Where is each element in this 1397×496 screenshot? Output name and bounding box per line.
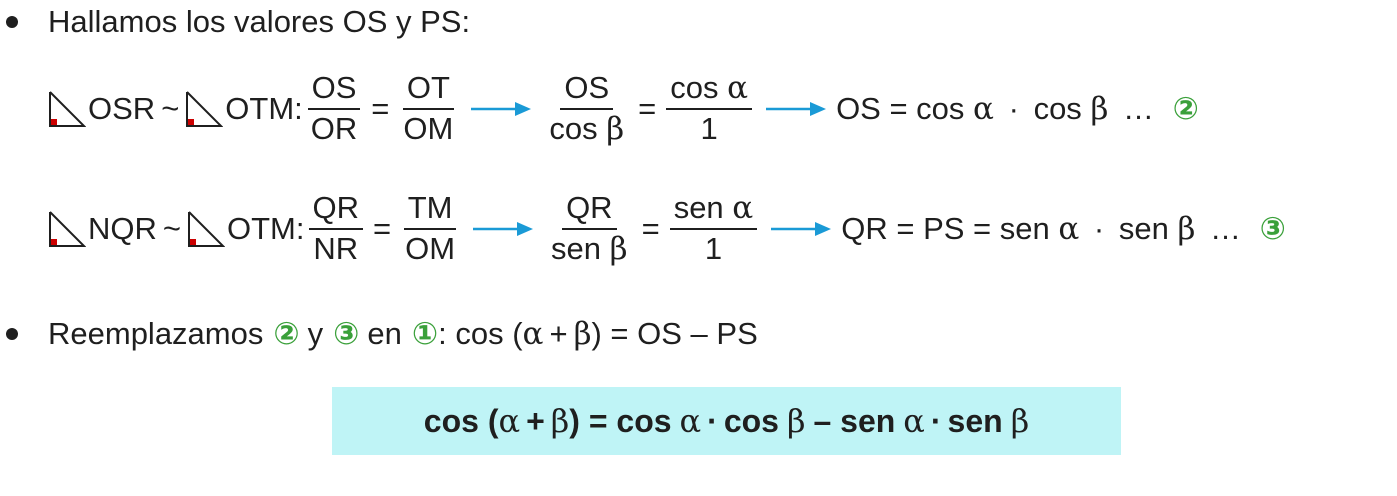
beta-symbol: β	[1177, 210, 1196, 247]
numerator: OT	[402, 71, 454, 110]
sen-label: sen	[673, 190, 724, 225]
sen-label: sen	[551, 230, 602, 266]
intro-text: Hallamos los valores OS y PS:	[48, 4, 471, 39]
bullet-line-1: Hallamos los valores OS y PS:	[6, 4, 470, 40]
cos-label: cos	[670, 70, 719, 105]
fraction-qr-nr: QR NR	[308, 191, 363, 266]
alpha-symbol: α	[903, 402, 925, 440]
plus-sign: +	[526, 402, 545, 439]
bullet-icon	[6, 328, 18, 340]
beta-symbol: β	[786, 402, 806, 440]
cos-label: cos	[549, 110, 598, 146]
denominator: OR	[310, 110, 358, 146]
dot-operator: ·	[707, 402, 718, 439]
result-qr-ps: QR = PS = sen α · sen β … ③	[841, 210, 1286, 247]
circled-3-marker: ③	[333, 316, 360, 352]
alpha-symbol: α	[727, 70, 749, 106]
arrow-right-icon	[771, 221, 832, 236]
denominator: sen β	[547, 230, 632, 266]
beta-symbol: β	[550, 402, 570, 440]
fraction-tm-om: TM OM	[401, 191, 459, 266]
triangle-otm: OTM:	[227, 210, 305, 246]
fraction-cosa-1: cos α 1	[666, 70, 753, 146]
alpha-symbol: α	[732, 190, 754, 226]
similar-sign: ~	[162, 210, 181, 246]
numerator: QR	[562, 191, 617, 230]
similarity-row-1: OSR ~ OTM: OS OR = OT OM OS cos β = cos …	[48, 70, 1199, 146]
right-triangle-icon	[188, 210, 225, 247]
fraction-os-cosb: OS cos β	[545, 71, 628, 146]
equals-sign: =	[371, 90, 390, 126]
alpha-symbol: α	[679, 402, 702, 440]
triangle-osr: OSR	[88, 90, 156, 126]
numerator: sen α	[669, 190, 758, 230]
dot-operator: ·	[930, 402, 942, 439]
arrow-right-icon	[471, 101, 532, 116]
bullet-line-2: Reemplazamos ② y ③ en ① : cos ( α + β ) …	[6, 316, 758, 352]
circled-3-marker: ③	[1259, 210, 1286, 247]
fraction-sena-1: sen α 1	[669, 190, 758, 266]
beta-symbol: β	[606, 110, 625, 147]
bullet-icon	[6, 16, 18, 28]
right-triangle-icon	[186, 90, 224, 127]
arrow-right-icon	[473, 221, 534, 236]
similar-sign: ~	[161, 90, 180, 126]
right-triangle-icon	[49, 90, 86, 127]
replace-text: Reemplazamos	[48, 316, 264, 351]
denominator: 1	[700, 110, 718, 146]
beta-symbol: β	[609, 230, 628, 267]
dot-operator: ·	[1093, 210, 1105, 246]
alpha-symbol: α	[522, 316, 544, 352]
ellipsis: …	[1122, 90, 1154, 126]
numerator: OS	[560, 71, 614, 110]
beta-symbol: β	[1010, 402, 1030, 440]
denominator: 1	[704, 230, 723, 266]
circled-1-marker: ①	[411, 316, 439, 352]
beta-symbol: β	[573, 316, 592, 352]
fraction-ot-om: OT OM	[399, 71, 457, 146]
denominator: OM	[405, 230, 456, 266]
numerator: cos α	[666, 70, 753, 110]
denominator: NR	[313, 230, 359, 266]
equals-sign: =	[373, 210, 392, 246]
denominator: cos β	[545, 110, 628, 146]
equals-sign: =	[638, 90, 657, 126]
numerator: QR	[308, 191, 363, 230]
circled-2-marker: ②	[273, 316, 300, 352]
numerator: OS	[307, 71, 361, 110]
result-os: OS = cos α · cos β … ②	[836, 90, 1199, 127]
alpha-symbol: α	[498, 402, 521, 440]
alpha-symbol: α	[1058, 210, 1080, 247]
dot-operator: ·	[1008, 90, 1019, 126]
beta-symbol: β	[1090, 90, 1109, 127]
triangle-nqr: NQR	[88, 210, 157, 246]
circled-2-marker: ②	[1172, 90, 1199, 127]
plus-sign: +	[549, 316, 568, 351]
ellipsis: …	[1210, 210, 1242, 246]
equals-sign: =	[641, 210, 660, 246]
denominator: OM	[403, 110, 454, 146]
fraction-qr-senb: QR sen β	[547, 191, 632, 266]
fraction-os-or: OS OR	[307, 71, 362, 146]
numerator: TM	[403, 191, 457, 230]
similarity-row-2: NQR ~ OTM: QR NR = TM OM QR sen β = sen …	[48, 190, 1286, 266]
right-triangle-icon	[49, 210, 86, 247]
result-formula-box: cos ( α + β ) = cos α · cos β – sen α · …	[332, 387, 1121, 455]
arrow-right-icon	[766, 101, 827, 116]
triangle-otm: OTM:	[225, 90, 303, 126]
alpha-symbol: α	[973, 90, 994, 127]
